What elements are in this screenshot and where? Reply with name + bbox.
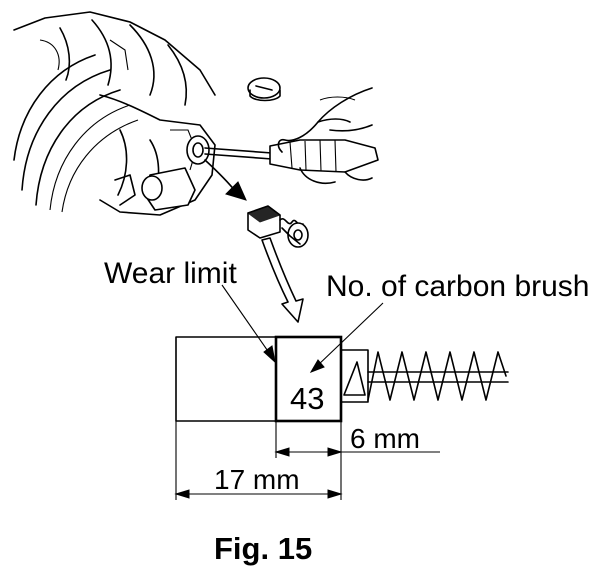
- dimension-lines: [174, 421, 440, 500]
- hand-icon: [277, 87, 373, 184]
- dimension-small-label: 6 mm: [350, 423, 420, 454]
- leader-lines: [221, 284, 384, 373]
- figure-caption: Fig. 15: [214, 531, 312, 566]
- brush-detail: [175, 335, 509, 423]
- wear-limit-label: Wear limit: [104, 257, 237, 290]
- carbon-brush-number: 43: [290, 381, 324, 416]
- dimension-large-label: 17 mm: [214, 464, 300, 495]
- tool-illustration: [13, 11, 281, 216]
- carbon-brush-number-caption: No. of carbon brush: [326, 270, 589, 303]
- screwdriver-icon: [204, 139, 379, 173]
- detail-pointer-arrow: [261, 237, 304, 323]
- brush-cap: [247, 77, 281, 102]
- arrow-down-icon: [204, 159, 247, 201]
- removed-carbon-brush: [246, 205, 309, 248]
